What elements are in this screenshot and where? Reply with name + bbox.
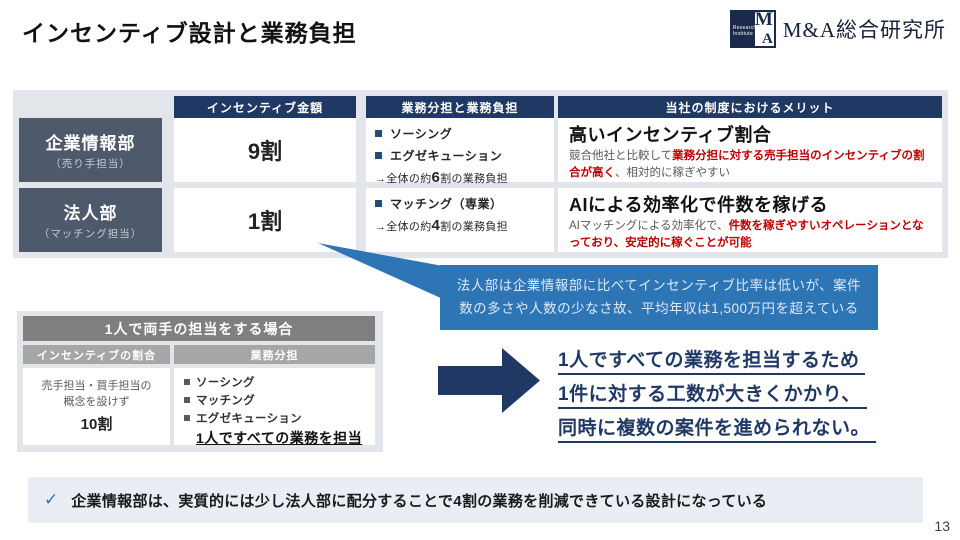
bullet-square-icon <box>375 200 382 207</box>
conclusion-line: 1人ですべての業務を担当するため <box>558 345 866 375</box>
conclusion-line: 1件に対する工数が大きくかかり、 <box>558 379 867 409</box>
bullet-square-icon <box>184 397 190 403</box>
bullet-square-icon <box>375 130 382 137</box>
task-item: マッチング（専業） <box>375 195 545 212</box>
merit-cell: 高いインセンティブ割合 競合他社と比較して業務分担に対する売手担当のインセンティ… <box>558 118 942 182</box>
merit-title: AIによる効率化で件数を稼げる <box>569 195 828 215</box>
task-item: マッチング <box>184 392 367 408</box>
both-hands-table: 1人で両手の担当をする場合 インセンティブの割合 業務分担 売手担当・買手担当の… <box>17 311 383 452</box>
callout-note: 法人部は企業情報部に比べてインセンティブ比率は低いが、案件数の多さや人数の少なさ… <box>440 265 878 330</box>
company-logo: Research Institute M A M&A総合研究所 <box>729 9 946 48</box>
dept-name: 企業情報部 <box>45 134 136 153</box>
merit-description: 競合他社と比較して業務分担に対する売手担当のインセンティブの割合が高く、相対的に… <box>569 150 925 179</box>
incentive-value-cell: 9割 <box>174 118 356 182</box>
dept-cell-corporate-info: 企業情報部 （売り手担当） <box>19 118 162 182</box>
summary-banner: ✓ 企業情報部は、実質的には少し法人部に配分することで4割の業務を削減できている… <box>28 477 923 523</box>
all-tasks-note: 1人ですべての業務を担当 <box>196 430 363 446</box>
merit-cell: AIによる効率化で件数を稼げる AIマッチングによる効率化で、件数を稼ぎやすいオ… <box>558 188 942 252</box>
task-cell: マッチング（専業） →全体の約4割の業務負担 <box>366 188 554 252</box>
page-title: インセンティブ設計と業務負担 <box>22 20 357 46</box>
incentive-value-cell: 1割 <box>174 188 356 252</box>
bullet-square-icon <box>184 415 190 421</box>
page-number: 13 <box>934 518 950 534</box>
task-item: エグゼキューション <box>184 410 367 426</box>
column-header-incentive: インセンティブ金額 <box>174 96 356 119</box>
merit-description: AIマッチングによる効率化で、件数を稼ぎやすいオペレーションとなっており、安定的… <box>569 220 924 249</box>
task-item: ソーシング <box>375 125 545 142</box>
logo-mark-caption: Research Institute <box>732 25 757 37</box>
check-icon: ✓ <box>44 490 59 509</box>
logo-monogram: M A <box>754 9 774 47</box>
both-hands-incentive-cell: 売手担当・買手担当の 概念を設けず 10割 <box>23 368 170 445</box>
callout-tail-icon <box>318 243 443 299</box>
task-item: エグゼキューション <box>375 147 545 164</box>
merit-title: 高いインセンティブ割合 <box>569 125 772 145</box>
task-cell: ソーシング エグゼキューション →全体の約6割の業務負担 <box>366 118 554 186</box>
subcolumn-header-tasks: 業務分担 <box>174 345 375 364</box>
company-name: M&A総合研究所 <box>782 18 946 42</box>
task-load-note: →全体の約4割の業務負担 <box>375 217 508 234</box>
incentive-value: 10割 <box>80 415 113 433</box>
conclusion-line: 同時に複数の案件を進められない。 <box>558 413 877 443</box>
dept-name: 法人部 <box>63 204 118 223</box>
arrow-right-icon <box>438 348 540 413</box>
dept-role: （マッチング担当） <box>38 228 143 240</box>
column-header-merit: 当社の制度におけるメリット <box>558 96 942 119</box>
column-header-tasks: 業務分担と業務負担 <box>366 96 554 119</box>
conclusion-text: 1人ですべての業務を担当するため 1件に対する工数が大きくかかり、 同時に複数の… <box>558 345 950 447</box>
task-load-note: →全体の約6割の業務負担 <box>375 169 508 186</box>
both-hands-title: 1人で両手の担当をする場合 <box>23 316 375 341</box>
subcolumn-header-incentive: インセンティブの割合 <box>23 345 170 364</box>
dept-role: （売り手担当） <box>50 158 131 170</box>
dept-cell-corporate-div: 法人部 （マッチング担当） <box>19 188 162 252</box>
bullet-square-icon <box>375 152 382 159</box>
task-item: ソーシング <box>184 374 367 390</box>
logo-mark-icon: Research Institute M A <box>729 9 776 48</box>
summary-text: 企業情報部は、実質的には少し法人部に配分することで4割の業務を削減できている設計… <box>71 492 768 510</box>
incentive-table: インセンティブ金額 業務分担と業務負担 当社の制度におけるメリット 企業情報部 … <box>13 90 948 258</box>
both-hands-task-cell: ソーシング マッチング エグゼキューション 1人ですべての業務を担当 <box>174 368 375 446</box>
bullet-square-icon <box>184 379 190 385</box>
